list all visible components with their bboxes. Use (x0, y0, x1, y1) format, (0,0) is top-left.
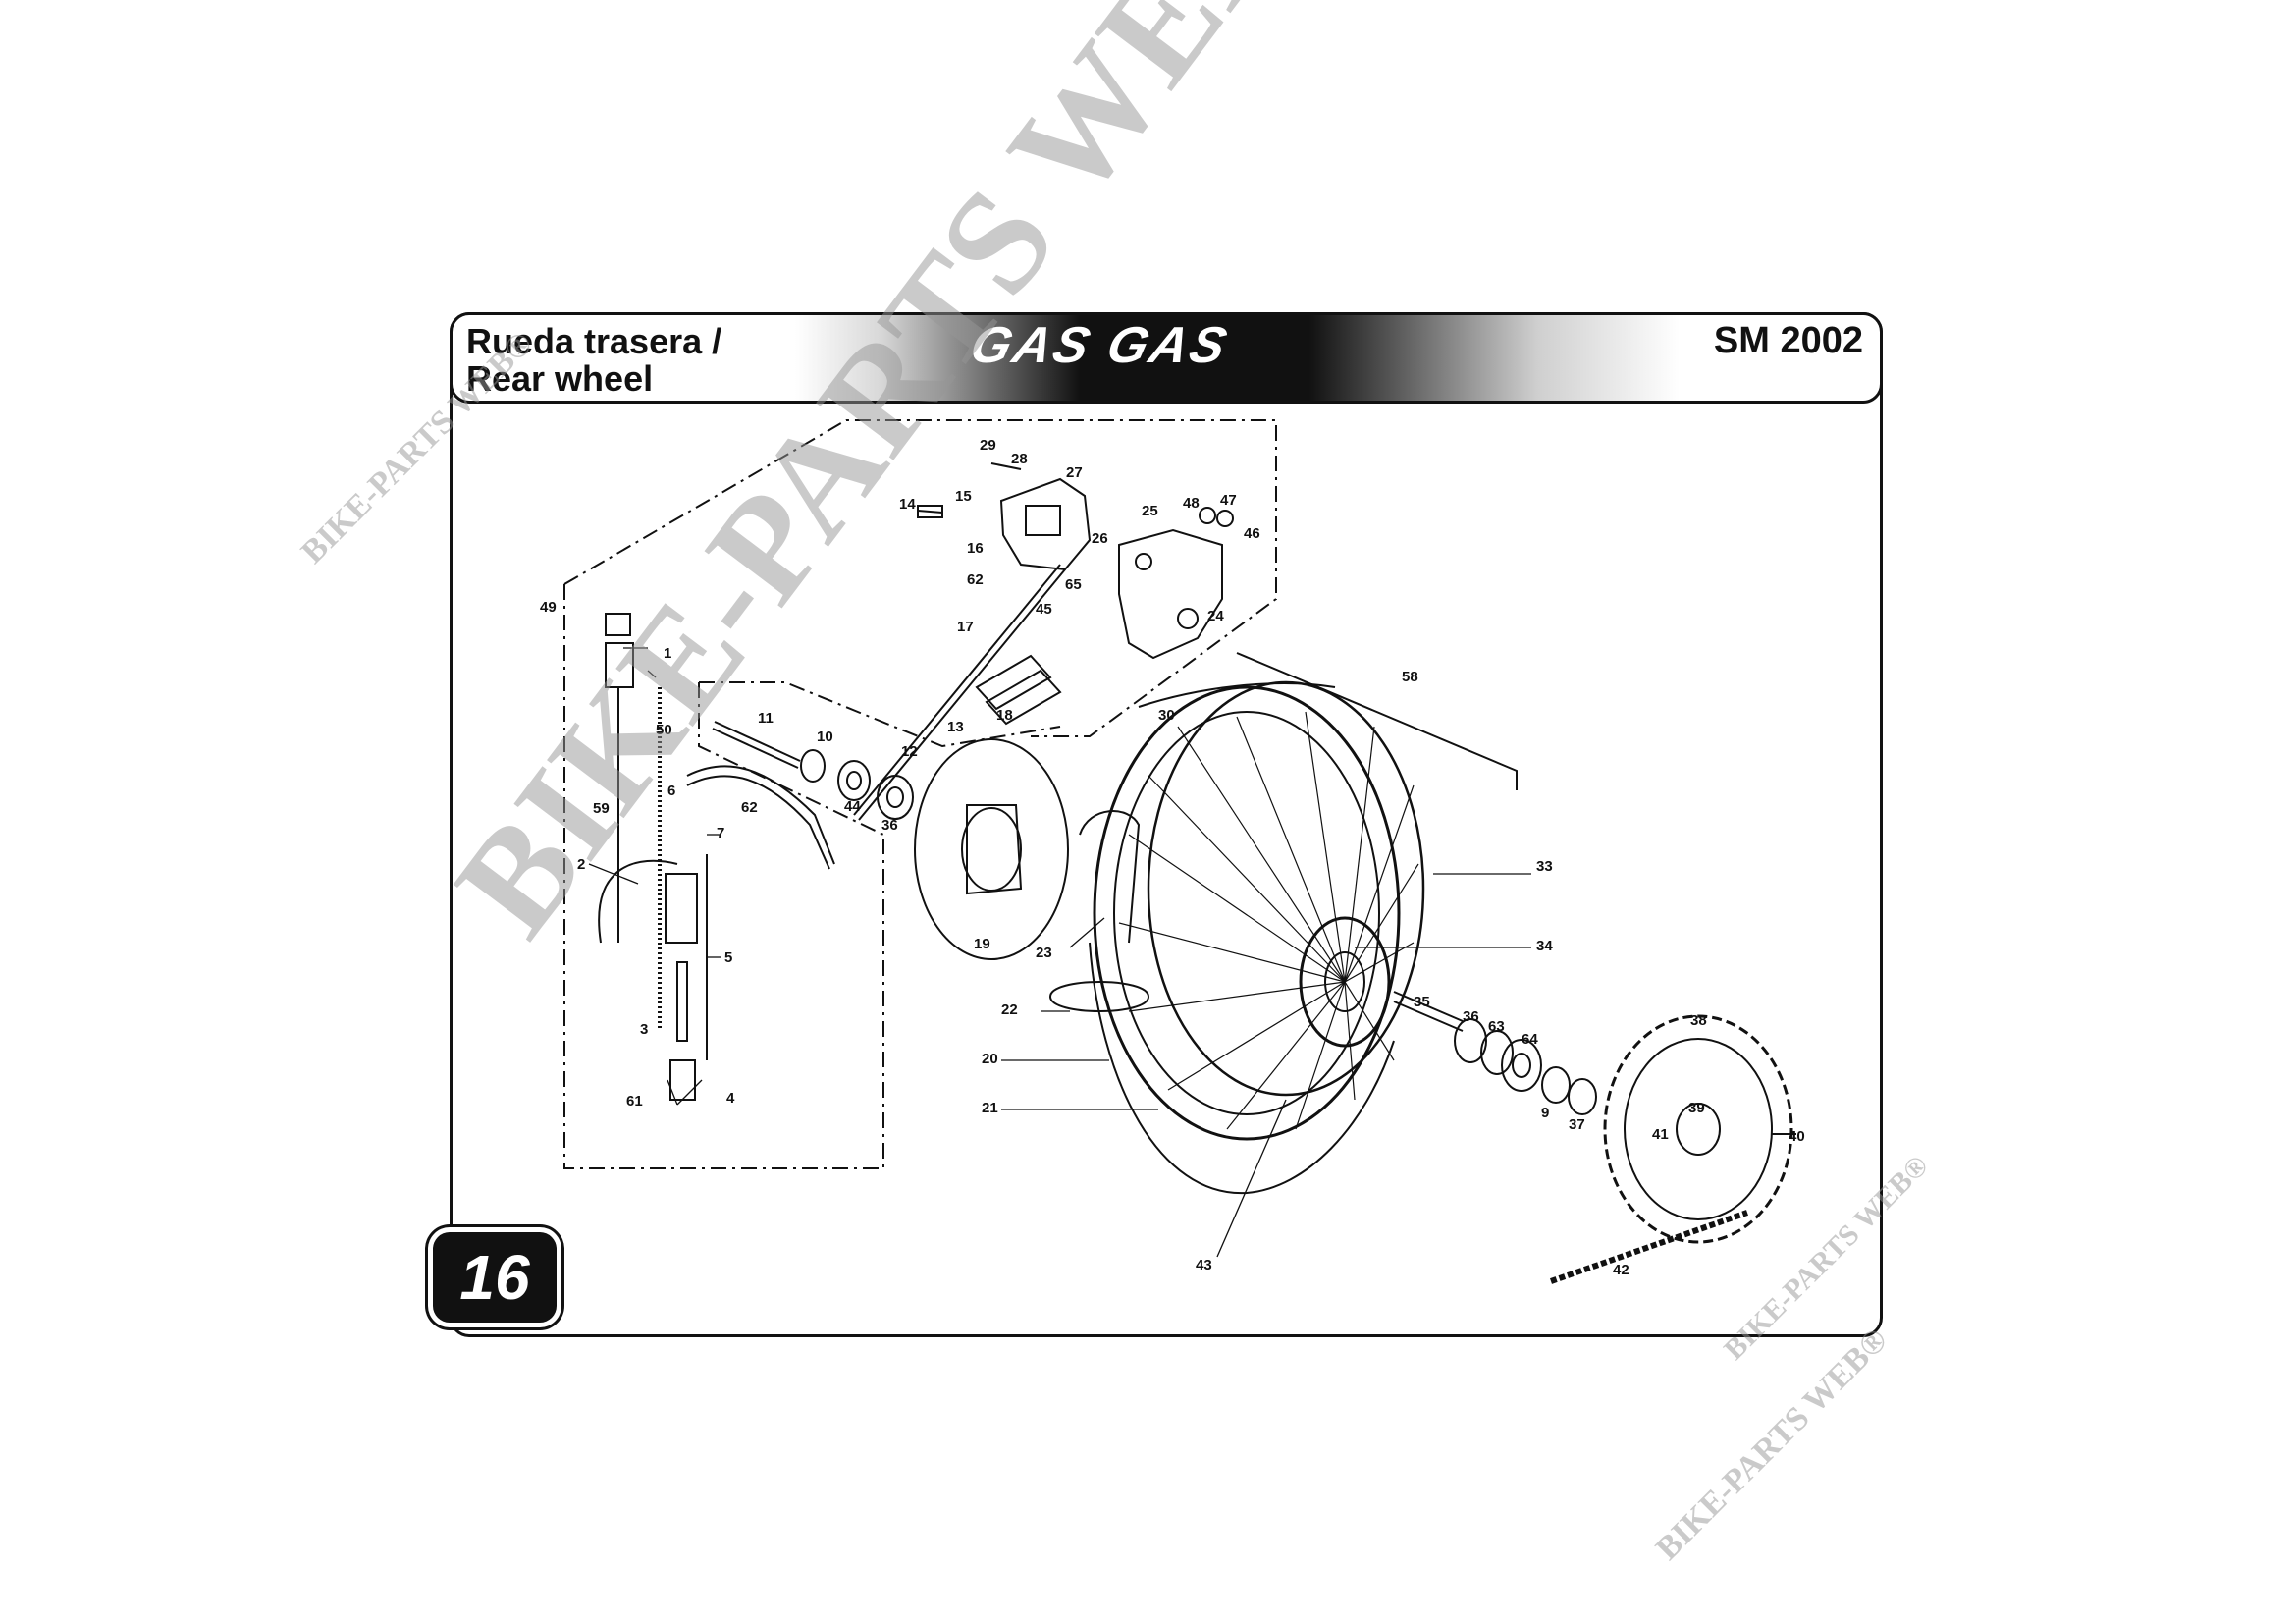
callout-58: 58 (1402, 669, 1418, 685)
leader-lines (588, 647, 1531, 1258)
header-bar (450, 312, 1883, 404)
dash-outline-master (563, 584, 884, 1169)
title-spanish: Rueda trasera / (466, 321, 722, 361)
callout-43: 43 (1196, 1257, 1212, 1273)
callout-17: 17 (957, 619, 974, 635)
callout-39: 39 (1688, 1100, 1705, 1116)
callout-16: 16 (967, 540, 984, 557)
caliper-bracket (1118, 507, 1234, 660)
dash-outline-axle (698, 681, 1061, 836)
rear-sprocket (1603, 1014, 1796, 1244)
callout-2: 2 (577, 856, 585, 873)
brake-pads (975, 654, 1062, 726)
callout-34: 34 (1536, 938, 1553, 954)
callout-46: 46 (1244, 525, 1260, 542)
callout-29: 29 (980, 437, 996, 454)
callout-38: 38 (1690, 1012, 1707, 1029)
callout-36-disc: 36 (881, 817, 898, 834)
rear-wheel (1048, 680, 1425, 1195)
callout-28: 28 (1011, 451, 1028, 467)
callout-labels: 29 28 27 14 15 16 26 25 48 47 46 62 65 4… (540, 437, 1805, 1278)
callout-40: 40 (1789, 1128, 1805, 1145)
callout-36-hub: 36 (1463, 1008, 1479, 1025)
callout-63: 63 (1488, 1018, 1505, 1035)
callout-35: 35 (1414, 994, 1430, 1010)
callout-12: 12 (901, 743, 918, 760)
callout-30: 30 (1158, 707, 1175, 724)
drive-chain (1550, 1210, 1748, 1284)
callout-14: 14 (899, 496, 916, 513)
callout-22: 22 (1001, 1001, 1018, 1018)
callout-47: 47 (1220, 492, 1237, 509)
callout-26: 26 (1092, 530, 1108, 547)
callout-6: 6 (667, 783, 675, 799)
callout-3: 3 (640, 1021, 648, 1038)
callout-19: 19 (974, 936, 990, 952)
callout-59: 59 (593, 800, 610, 817)
brake-disc (914, 738, 1069, 960)
hub-bearings (1393, 991, 1597, 1115)
master-cylinder (598, 613, 835, 1101)
callout-4: 4 (726, 1090, 735, 1107)
callout-49: 49 (540, 599, 557, 616)
callout-11: 11 (758, 710, 774, 727)
dash-outline-caliper (563, 419, 1277, 737)
callout-21: 21 (982, 1100, 998, 1116)
callout-37: 37 (1569, 1116, 1585, 1133)
callout-13: 13 (947, 719, 964, 735)
rear-axle (712, 721, 914, 820)
callout-5: 5 (724, 949, 732, 966)
callout-33: 33 (1536, 858, 1553, 875)
callout-45: 45 (1036, 601, 1052, 618)
callout-44: 44 (844, 798, 861, 815)
callout-10: 10 (817, 729, 833, 745)
callout-64: 64 (1522, 1031, 1538, 1048)
callout-18: 18 (996, 707, 1013, 724)
callout-7: 7 (717, 825, 724, 841)
callout-65: 65 (1065, 576, 1082, 593)
wheel-spokes (1118, 711, 1419, 1130)
callout-24: 24 (1207, 608, 1224, 624)
callout-27: 27 (1066, 464, 1083, 481)
brake-caliper (917, 462, 1092, 571)
callout-50: 50 (656, 722, 672, 738)
page-number-badge: 16 (428, 1227, 561, 1327)
inner-tube (1048, 981, 1150, 1012)
rim-tape (1079, 810, 1141, 944)
callout-9: 9 (1541, 1105, 1549, 1121)
callout-23: 23 (1036, 945, 1052, 961)
callout-48: 48 (1183, 495, 1200, 512)
callout-1: 1 (664, 645, 671, 662)
callout-62-lower: 62 (741, 799, 758, 816)
callout-62-upper: 62 (967, 571, 984, 588)
callout-15: 15 (955, 488, 972, 505)
title-english: Rear wheel (466, 358, 654, 399)
callout-61: 61 (626, 1093, 643, 1109)
tyre-bracket-line (1236, 652, 1518, 790)
callout-25: 25 (1142, 503, 1158, 519)
brake-hose-upper (853, 564, 1061, 816)
callout-42: 42 (1613, 1262, 1629, 1278)
model-label: SM 2002 (1713, 320, 1863, 361)
callout-41: 41 (1652, 1126, 1669, 1143)
callout-20: 20 (982, 1051, 998, 1067)
